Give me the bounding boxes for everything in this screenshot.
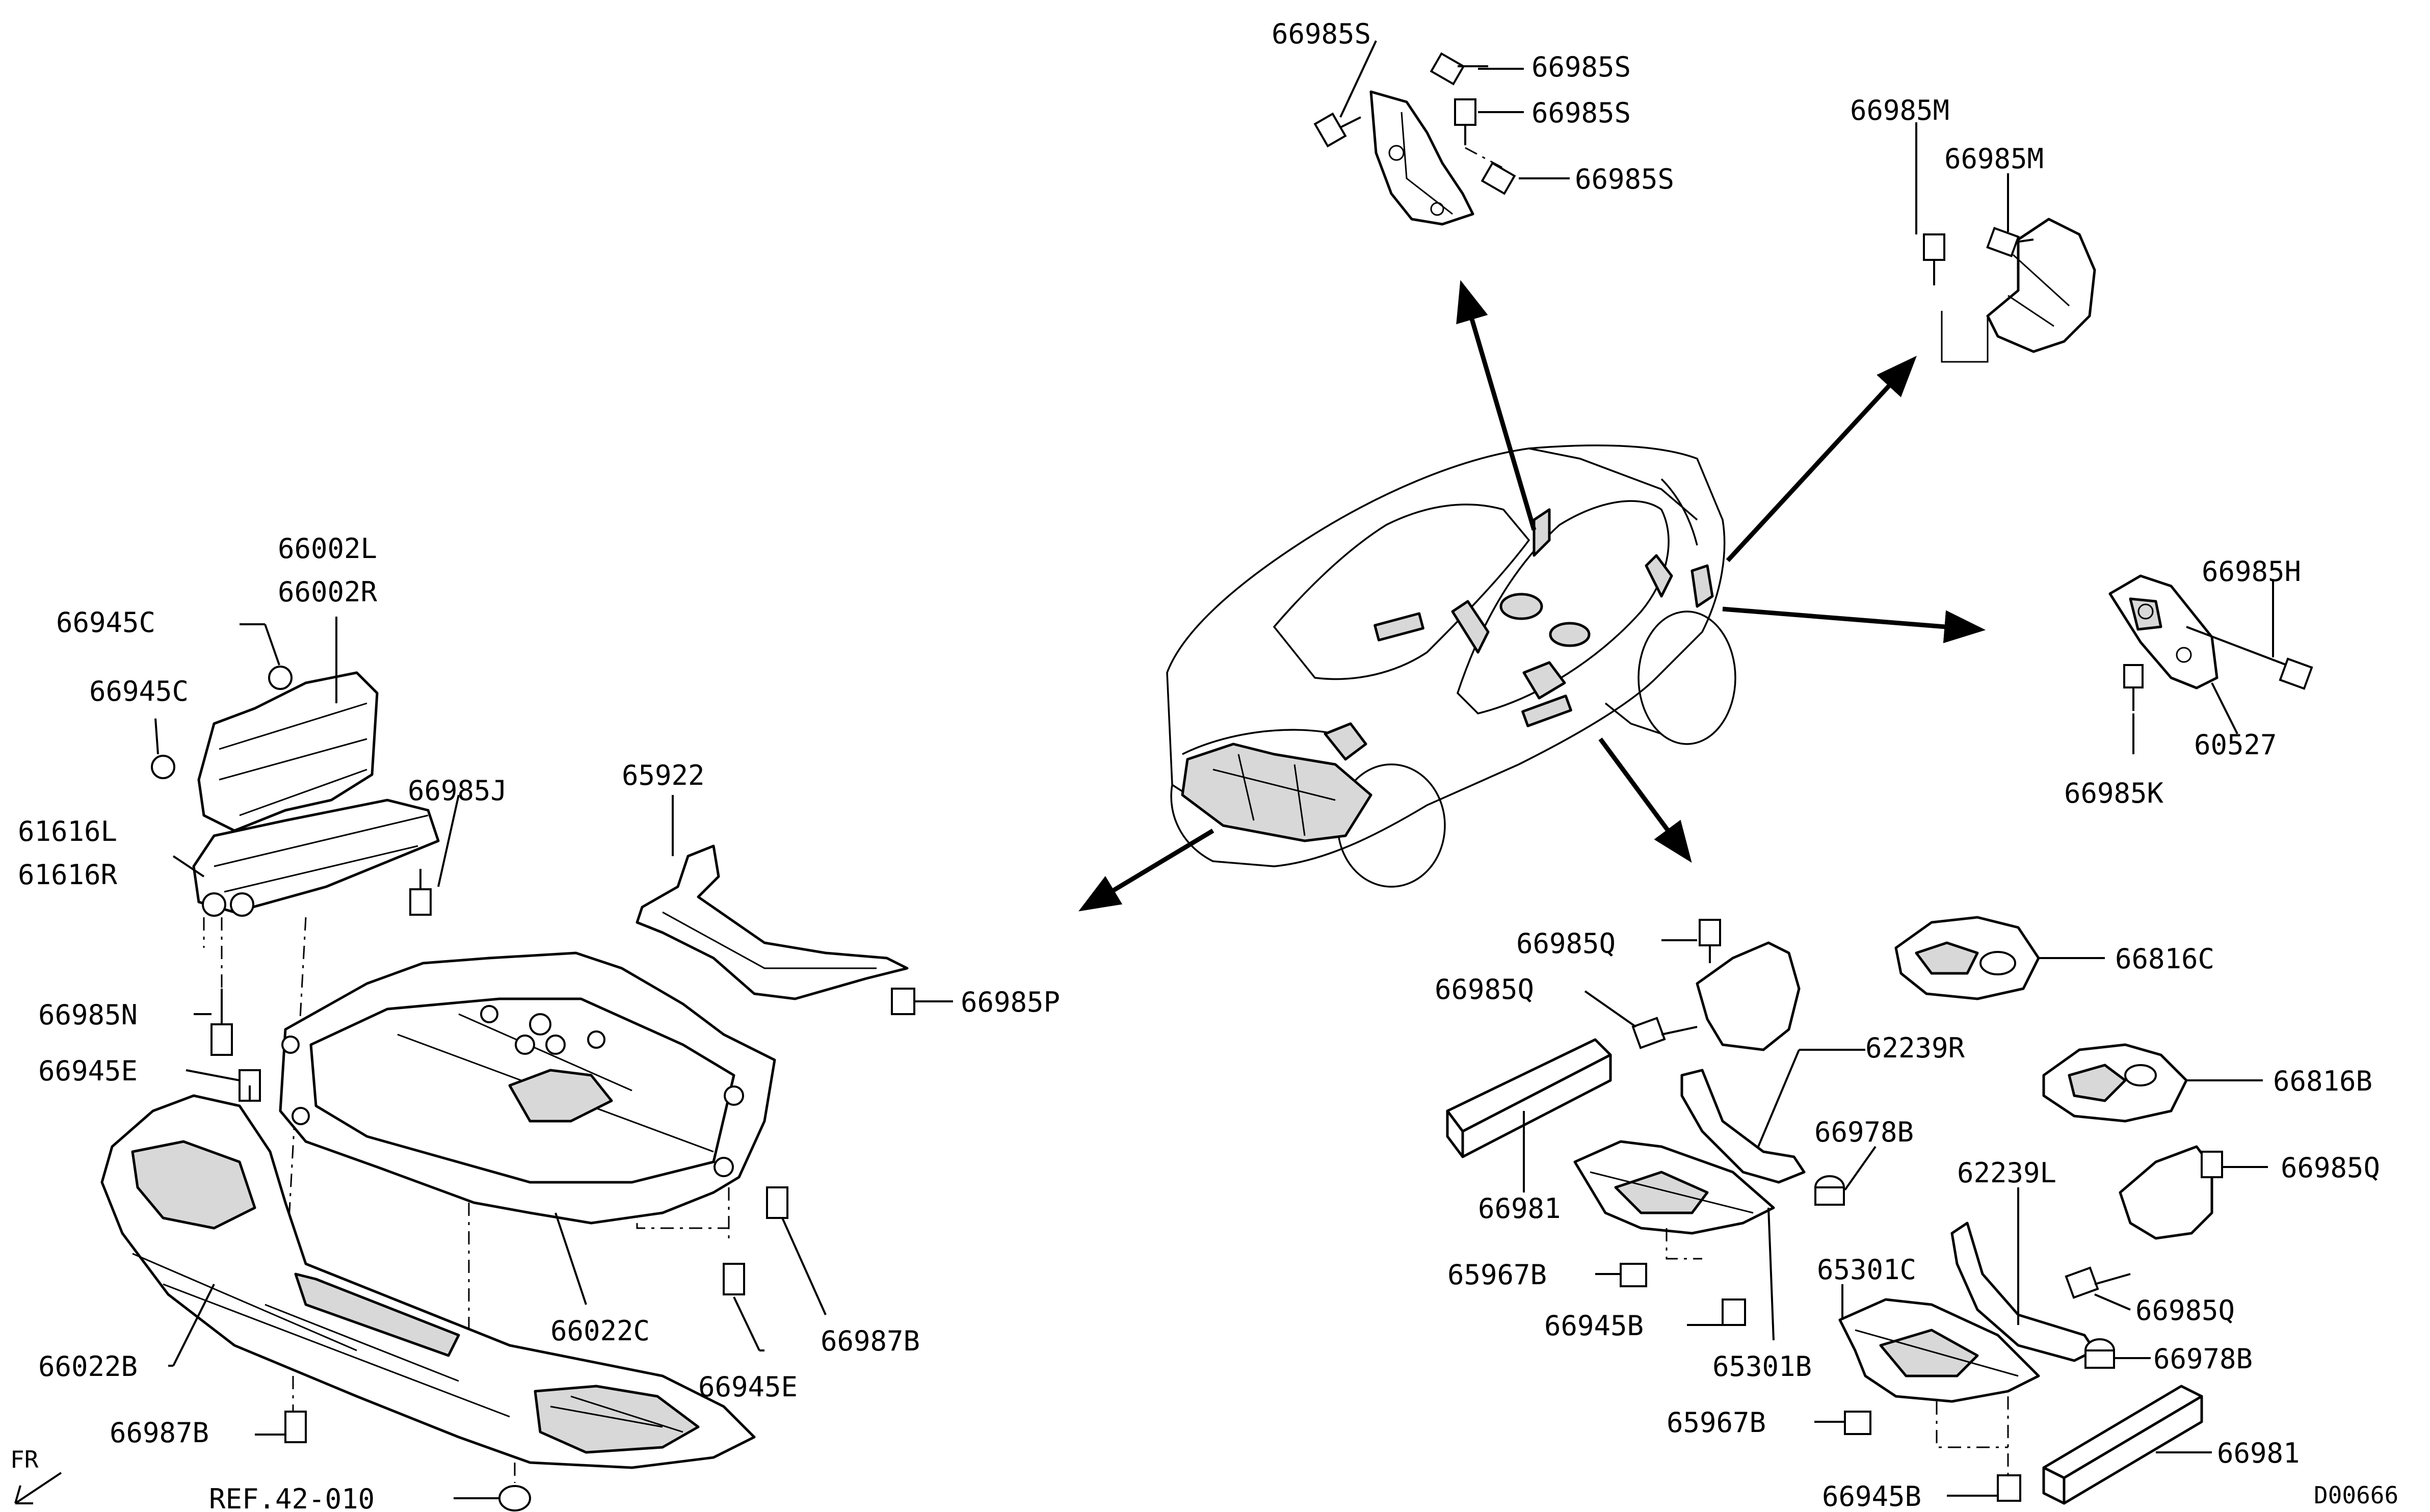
front-direction-indicator: FR (10, 1446, 62, 1504)
label-65922: 65922 (622, 759, 705, 791)
label-60527: 60527 (2194, 729, 2277, 761)
label-66978B-b: 66978B (2153, 1343, 2253, 1375)
label-66985N: 66985N (38, 999, 138, 1031)
arrow-up-left (1456, 280, 1537, 531)
group-65301 (1573, 1140, 2040, 1488)
label-ref-42-010: REF.42-010 (209, 1483, 375, 1512)
label-66945B-b: 66945B (1822, 1480, 1921, 1512)
group-66985H (2108, 574, 2313, 754)
label-61616L: 61616L (18, 815, 117, 847)
label-66945B-a: 66945B (1544, 1310, 1644, 1342)
label-66985M-b: 66985M (1944, 143, 2044, 175)
arrow-down-right (1598, 737, 1692, 863)
label-66022C: 66022C (550, 1315, 650, 1347)
label-66945C-b: 66945C (89, 675, 189, 707)
label-66985K: 66985K (2064, 777, 2164, 809)
label-61616R: 61616R (18, 859, 118, 891)
group-66022C (239, 951, 827, 1407)
bolt-icon (1313, 52, 1516, 195)
group-66816 (1894, 916, 2263, 1123)
label-66002R: 66002R (278, 576, 378, 608)
label-66985M-a: 66985M (1850, 94, 1949, 126)
group-66985Q (1584, 919, 2268, 1311)
label-66985S-c: 66985S (1531, 97, 1631, 129)
label-65967B-a: 65967B (1447, 1259, 1547, 1291)
arrow-up-right (1726, 356, 1917, 563)
label-65301C: 65301C (1817, 1254, 1916, 1286)
label-65967B-b: 65967B (1667, 1407, 1766, 1439)
diagram-id: D00666 (2314, 1481, 2398, 1509)
arrow-right (1722, 606, 1986, 644)
label-66985H: 66985H (2202, 555, 2301, 588)
label-66985Q-a: 66985Q (1516, 927, 1616, 960)
group-62239 (1680, 1049, 2096, 1362)
group-66002 (151, 617, 460, 1285)
group-65967B (1595, 1263, 2021, 1502)
label-66002L: 66002L (278, 533, 377, 565)
group-66022B (100, 1094, 756, 1511)
label-66985S-d: 66985S (1575, 163, 1674, 195)
label-62239R: 62239R (1865, 1032, 1965, 1064)
label-66985S-b: 66985S (1531, 51, 1631, 83)
label-66981-b: 66981 (2217, 1437, 2300, 1469)
label-66985P: 66985P (961, 986, 1060, 1018)
label-66987B-a: 66987B (821, 1325, 920, 1357)
group-66985S (1313, 40, 1570, 226)
label-66978B-a: 66978B (1814, 1116, 1914, 1148)
label-65301B: 65301B (1712, 1350, 1812, 1383)
label-66985Q-d: 66985Q (2135, 1294, 2235, 1327)
label-66945E-b: 66945E (698, 1371, 798, 1403)
label-66981-a: 66981 (1478, 1192, 1561, 1225)
group-65922 (636, 795, 953, 1015)
label-66985S-a: 66985S (1272, 18, 1371, 50)
leader-66945E-a (186, 1069, 240, 1081)
label-66945E-a: 66945E (38, 1055, 138, 1087)
group-66981 (1446, 1038, 2212, 1505)
label-66816C: 66816C (2115, 943, 2214, 975)
group-66978B (1814, 1146, 2151, 1369)
vehicle-outline (1166, 444, 1736, 888)
label-66985J: 66985J (408, 775, 507, 807)
fr-label: FR (10, 1446, 39, 1473)
label-66985Q-c: 66985Q (2281, 1152, 2380, 1184)
label-66985Q-b: 66985Q (1435, 973, 1534, 1005)
arrow-down-left (1078, 829, 1214, 912)
label-66022B: 66022B (38, 1350, 138, 1383)
label-66816B: 66816B (2273, 1065, 2372, 1097)
group-66985M (1915, 122, 2096, 363)
callout-arrows (1078, 280, 1986, 912)
label-66945C-a: 66945C (56, 606, 155, 639)
label-62239L: 62239L (1957, 1157, 2056, 1189)
label-66987B-b: 66987B (110, 1417, 209, 1449)
